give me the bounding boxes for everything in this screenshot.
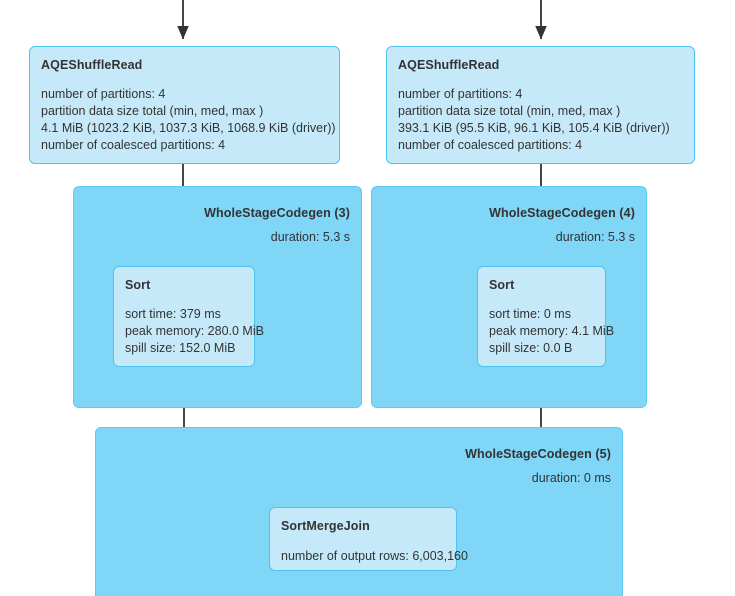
node-title: SortMergeJoin [281, 519, 370, 533]
node-title: Sort [489, 278, 515, 292]
node-aqe-shuffle-read-right[interactable]: AQEShuffleRead number of partitions: 4 p… [386, 46, 695, 164]
node-metrics: number of partitions: 4 partition data s… [41, 86, 336, 154]
metric-row: number of partitions: 4 [41, 87, 166, 101]
metric-row: number of partitions: 4 [398, 87, 523, 101]
node-sort-left[interactable]: Sort sort time: 379 ms peak memory: 280.… [113, 266, 264, 367]
node-aqe-shuffle-read-left[interactable]: AQEShuffleRead number of partitions: 4 p… [29, 46, 340, 164]
node-metrics: sort time: 379 ms peak memory: 280.0 MiB… [125, 306, 264, 357]
node-metrics: number of partitions: 4 partition data s… [398, 86, 683, 154]
stage-duration: duration: 5.3 s [270, 230, 350, 244]
metric-row: number of output rows: 6,003,160 [281, 549, 468, 563]
metric-row: 393.1 KiB (95.5 KiB, 96.1 KiB, 105.4 KiB… [398, 121, 670, 135]
metric-row: spill size: 152.0 MiB [125, 341, 236, 355]
metric-row: number of coalesced partitions: 4 [398, 138, 583, 152]
metric-row: sort time: 0 ms [489, 307, 571, 321]
node-metrics: sort time: 0 ms peak memory: 4.1 MiB spi… [489, 306, 615, 357]
stage-title: WholeStageCodegen (4) [489, 206, 635, 220]
metric-row: partition data size total (min, med, max… [398, 104, 621, 118]
metric-row: spill size: 0.0 B [489, 341, 573, 355]
stage-title: WholeStageCodegen (3) [204, 206, 350, 220]
metric-row: number of coalesced partitions: 4 [41, 138, 226, 152]
metric-row: 4.1 MiB (1023.2 KiB, 1037.3 KiB, 1068.9 … [41, 121, 336, 135]
node-title: Sort [125, 278, 151, 292]
metric-row: sort time: 379 ms [125, 307, 221, 321]
node-sort-merge-join[interactable]: SortMergeJoin number of output rows: 6,0… [269, 507, 468, 571]
node-title: AQEShuffleRead [398, 58, 500, 72]
metric-row: peak memory: 280.0 MiB [125, 324, 264, 338]
node-metrics: number of output rows: 6,003,160 [281, 548, 468, 565]
stage-duration: duration: 0 ms [531, 471, 611, 485]
metric-row: partition data size total (min, med, max… [41, 104, 264, 118]
stage-duration: duration: 5.3 s [555, 230, 635, 244]
stage-title: WholeStageCodegen (5) [465, 447, 611, 461]
node-title: AQEShuffleRead [41, 58, 143, 72]
node-sort-right[interactable]: Sort sort time: 0 ms peak memory: 4.1 Mi… [477, 266, 615, 367]
metric-row: peak memory: 4.1 MiB [489, 324, 615, 338]
